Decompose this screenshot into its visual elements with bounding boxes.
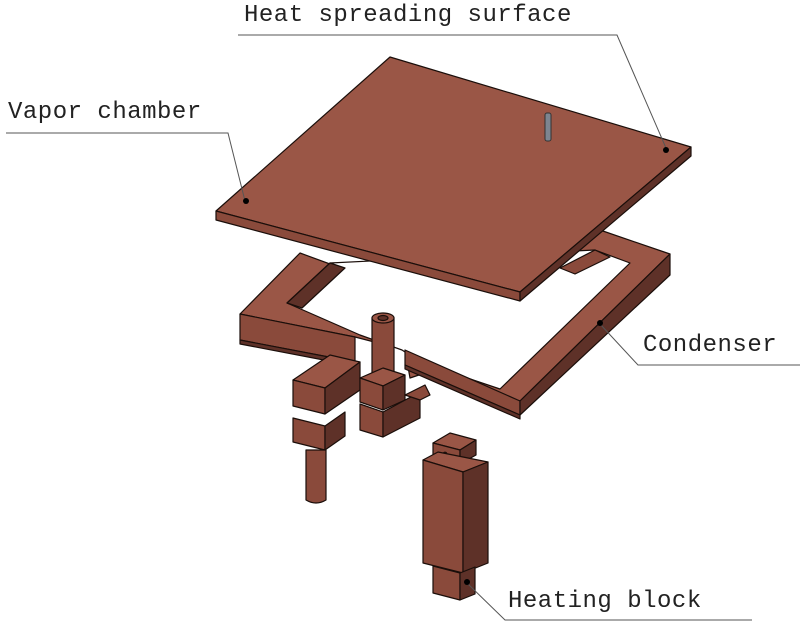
leader-dots [243, 147, 669, 585]
leader-condenser [599, 323, 800, 366]
leader-heat-spreading-surface [238, 34, 667, 149]
label-heating-block: Heating block [508, 588, 702, 615]
dot-vapor-chamber [243, 198, 249, 204]
center-connector [359, 312, 431, 438]
label-vapor-chamber: Vapor chamber [8, 99, 202, 126]
left-connector [292, 354, 361, 504]
leader-vapor-chamber [6, 132, 246, 202]
dot-condenser [597, 320, 603, 326]
dot-heating-block [464, 579, 470, 585]
dot-heat-spreading-surface [663, 147, 669, 153]
label-heat-spreading-surface: Heat spreading surface [244, 2, 572, 29]
condenser-frame [239, 229, 671, 420]
leader-heating-block [467, 583, 752, 621]
heating-block [422, 432, 489, 601]
label-condenser: Condenser [643, 332, 778, 359]
leader-lines [6, 34, 800, 621]
vapor-chamber-plate [215, 56, 692, 302]
